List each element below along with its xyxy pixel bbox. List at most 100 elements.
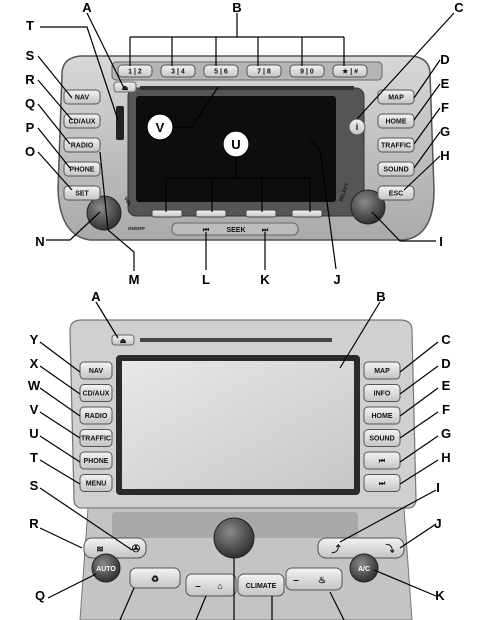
top-left-button-1[interactable] — [63, 113, 101, 129]
bottom-callout-s: S — [30, 478, 39, 493]
top-softkey-2[interactable] — [195, 209, 227, 218]
top-softkey-4[interactable] — [291, 209, 323, 218]
top-left-button-2-label: RADIO — [71, 143, 94, 150]
bottom-right-button-3-label: SOUND — [369, 436, 394, 443]
top-softkey-1[interactable] — [151, 209, 183, 218]
top-callout-l: L — [202, 272, 210, 287]
top-left-button-4-label: SET — [75, 191, 89, 198]
top-right-button-1-label: HOME — [386, 119, 407, 126]
top-callout-s: S — [26, 48, 35, 63]
top-preset-button-3-label: 7 | 8 — [257, 69, 271, 76]
top-left-button-3-label: PHONE — [70, 167, 95, 174]
bottom-center-knob[interactable] — [213, 517, 255, 559]
bottom-callout-q: Q — [35, 588, 45, 603]
bottom-callout-j: J — [434, 516, 441, 531]
bottom-ac-knob[interactable] — [349, 553, 379, 583]
top-left-button-3[interactable] — [63, 161, 101, 177]
top-callout-j: J — [333, 272, 340, 287]
top-volume-knob[interactable] — [86, 195, 122, 231]
bottom-temp-left-button[interactable] — [185, 573, 237, 597]
top-preset-button-5[interactable] — [332, 64, 368, 78]
bottom-cd-slot[interactable] — [140, 338, 332, 342]
top-seek-back-icon[interactable]: ⏮ — [203, 227, 210, 234]
bottom-callout-v: V — [30, 402, 39, 417]
top-callout-labels: A B C D E F G H I J K L M N O P Q R S T … — [25, 0, 464, 287]
bottom-climate-button[interactable] — [237, 573, 285, 597]
top-callout-q: Q — [25, 96, 35, 111]
bottom-left-button-1[interactable] — [79, 384, 113, 402]
top-callout-b: B — [232, 0, 241, 15]
top-right-button-2-label: TRAFFIC — [381, 143, 411, 150]
bottom-eject-icon: ⏏ — [120, 338, 127, 345]
top-callout-u-circle — [222, 130, 250, 158]
bottom-fan-speed-icon: ✇ — [132, 544, 141, 555]
bottom-left-button-5-label: MENU — [86, 481, 107, 488]
top-left-button-2[interactable] — [63, 137, 101, 153]
bottom-auto-knob[interactable] — [91, 553, 121, 583]
top-callout-k: K — [260, 272, 270, 287]
top-softkeys — [151, 209, 323, 218]
top-seek-fwd-icon[interactable]: ⏭ — [262, 227, 269, 234]
top-callout-u: U — [231, 137, 240, 152]
top-preset-button-4-label: 9 | 0 — [300, 69, 314, 76]
top-preset-button-1[interactable] — [160, 64, 196, 78]
top-preset-button-1-label: 3 | 4 — [171, 69, 185, 76]
bottom-left-button-4[interactable] — [79, 451, 113, 470]
top-preset-button-0-label: 1 | 2 — [128, 69, 142, 76]
bottom-left-button-5[interactable] — [79, 474, 113, 492]
bottom-callout-f: F — [442, 402, 450, 417]
bottom-radio-unit: ⏏ ≋ ✇ AUTO ♻ – ⌂ CLIMATE – ♨ ⤴ ⤵ A/C NAV… — [69, 319, 417, 620]
top-right-button-0-label: MAP — [388, 95, 404, 102]
bottom-fan-icon: ≋ — [96, 544, 104, 554]
bottom-defrost-rear-icon: ⌂ — [217, 581, 222, 591]
top-callout-n: N — [35, 234, 44, 249]
top-right-button-1[interactable] — [377, 113, 415, 129]
bottom-callout-r: R — [29, 516, 39, 531]
top-eject-button[interactable] — [113, 81, 137, 93]
bottom-temp-left-minus: – — [195, 581, 201, 592]
top-softkey-3[interactable] — [245, 209, 277, 218]
bottom-right-button-0[interactable] — [363, 361, 401, 380]
bottom-callout-y: Y — [30, 332, 39, 347]
top-eject-icon: ⏏ — [122, 85, 129, 92]
bottom-right-button-2-label: HOME — [372, 413, 393, 420]
top-callout-i: I — [439, 234, 443, 249]
bottom-callout-w: W — [28, 378, 41, 393]
bottom-auto-label: AUTO — [96, 566, 116, 573]
bottom-left-button-0[interactable] — [79, 361, 113, 380]
bottom-left-button-1-label: CD/AUX — [83, 391, 110, 398]
top-select-knob[interactable] — [350, 189, 386, 225]
top-right-button-3[interactable] — [377, 161, 415, 177]
bottom-temp-right-button[interactable] — [285, 567, 343, 591]
bottom-callout-x: X — [30, 356, 39, 371]
top-preset-button-0[interactable] — [117, 64, 153, 78]
top-left-button-0[interactable] — [63, 89, 101, 105]
top-callout-o: O — [25, 144, 35, 159]
top-preset-button-3[interactable] — [246, 64, 282, 78]
top-cd-slot[interactable] — [140, 86, 354, 90]
top-left-button-0-label: NAV — [75, 95, 90, 102]
top-callout-d: D — [440, 52, 449, 67]
top-preset-button-4[interactable] — [289, 64, 325, 78]
top-preset-button-2[interactable] — [203, 64, 239, 78]
top-sd-slot[interactable] — [116, 106, 124, 140]
top-callout-p: P — [26, 120, 35, 135]
bottom-callout-h: H — [441, 450, 450, 465]
top-preset-button-2-label: 5 | 6 — [214, 69, 228, 76]
top-seek-bar — [171, 222, 299, 236]
top-right-button-4-label: ESC — [389, 191, 403, 198]
top-left-button-4[interactable] — [63, 185, 101, 201]
top-callout-h: H — [440, 148, 449, 163]
bottom-callout-d: D — [441, 356, 450, 371]
bottom-right-button-1[interactable] — [363, 384, 401, 402]
top-callout-v: V — [156, 120, 165, 135]
top-right-button-2[interactable] — [377, 137, 415, 153]
bottom-right-button-4[interactable] — [363, 451, 401, 470]
bottom-leader-lines — [39, 301, 439, 620]
bottom-right-button-5[interactable] — [363, 474, 401, 492]
bottom-recirc-button[interactable] — [129, 567, 181, 589]
bottom-left-button-0-label: NAV — [89, 368, 104, 375]
